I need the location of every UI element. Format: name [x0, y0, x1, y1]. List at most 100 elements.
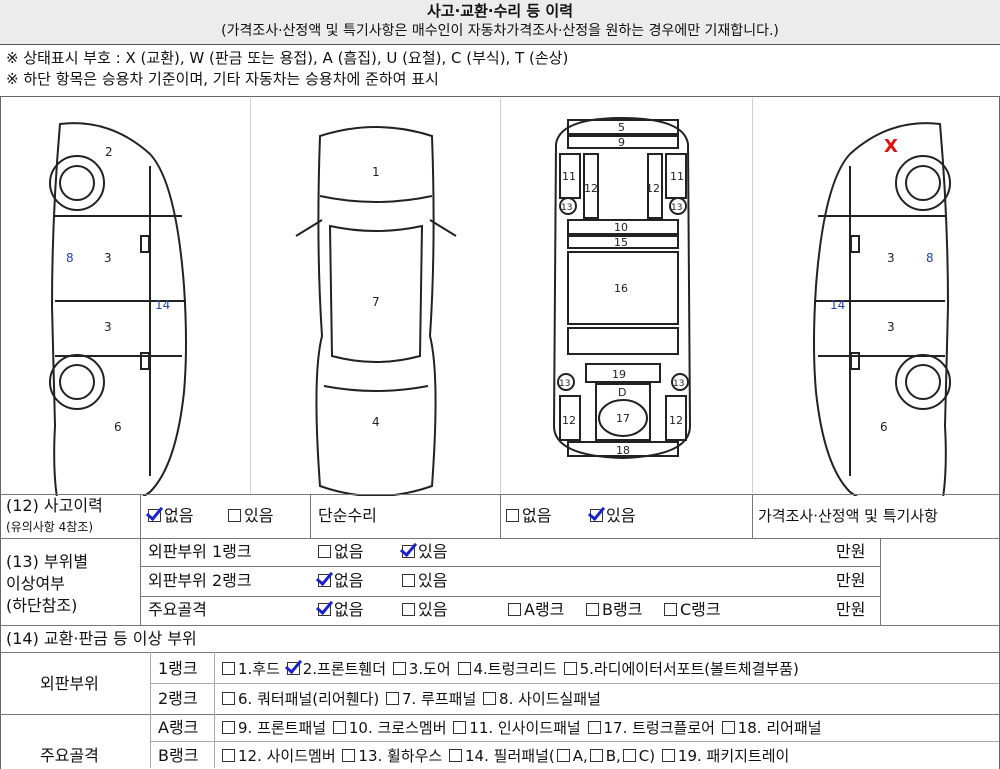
side-member-checkbox[interactable]: [222, 749, 235, 762]
main-frame-label: 주요골격: [148, 600, 207, 619]
under-n12c: 12: [562, 414, 576, 427]
outer-rank2-label: 외판부위 2랭크: [148, 571, 252, 590]
right-n6: 6: [880, 420, 888, 434]
left-body-outline: [50, 122, 187, 496]
left-n3a: 3: [104, 251, 112, 265]
accident-yes-checkbox[interactable]: [228, 509, 241, 522]
form-subtitle: (가격조사·산정액 및 특기사항은 매수인이 자동차가격조사·산정을 원하는 경…: [221, 23, 779, 39]
cross-member-checkbox[interactable]: [332, 721, 346, 734]
outer-rank1-yes-checkbox[interactable]: [402, 545, 415, 558]
frame-rank-c-option[interactable]: C랭크: [662, 600, 721, 620]
front-fender-checkbox[interactable]: [286, 662, 300, 675]
under-n16: 16: [614, 282, 628, 295]
under-n12b: 12: [646, 182, 660, 195]
parts-label-2: 이상여부: [6, 574, 65, 593]
under-nD: D: [618, 386, 626, 399]
left-n8: 8: [66, 251, 74, 265]
front-panel-checkbox[interactable]: [222, 721, 235, 734]
main-frame-unit: 만원: [836, 600, 866, 619]
hood-checkbox[interactable]: [222, 662, 235, 675]
under-n9: 9: [618, 136, 625, 149]
right-x-mark: X: [884, 136, 898, 157]
left-rear-wheel: [49, 354, 105, 410]
under-n13a: 13: [561, 203, 572, 213]
frame-rank-b-option[interactable]: B랭크: [584, 600, 642, 620]
accident-none-option[interactable]: 없음: [146, 506, 193, 526]
simple-repair-none-checkbox[interactable]: [506, 509, 519, 522]
car-diagram: 2 8 3 3 14 6 1 7 4: [49, 116, 951, 496]
rank2-items: 6. 쿼터패널(리어휀다) 7. 루프패널 8. 사이드실패널: [220, 689, 601, 709]
left-n6: 6: [114, 420, 122, 434]
under-n11b: 11: [670, 170, 684, 183]
replace-section-title: (14) 교환·판금 등 이상 부위: [6, 629, 197, 648]
trunk-lid-checkbox[interactable]: [457, 662, 471, 675]
under-n12a: 12: [584, 182, 598, 195]
under-n13b: 13: [671, 203, 682, 213]
trunk-floor-checkbox[interactable]: [587, 721, 601, 734]
accident-yes-option[interactable]: 있음: [226, 506, 273, 526]
inside-panel-checkbox[interactable]: [453, 721, 467, 734]
right-body-outline: [813, 122, 950, 496]
frame-rank-a-checkbox[interactable]: [508, 603, 521, 616]
frame-rank-b-checkbox[interactable]: [586, 603, 599, 616]
top-n1: 1: [372, 165, 380, 179]
radiator-support-checkbox[interactable]: [563, 662, 577, 675]
pillar-b-checkbox[interactable]: [589, 749, 603, 762]
simple-repair-none-option[interactable]: 없음: [504, 506, 551, 526]
outer-rank1-unit: 만원: [836, 542, 866, 561]
outer-rank2-none-option[interactable]: 없음: [316, 571, 363, 591]
outer-rank2-yes-checkbox[interactable]: [402, 574, 415, 587]
quarter-panel-checkbox[interactable]: [222, 692, 235, 705]
under-n15: 15: [614, 236, 628, 249]
rank2-label: 2랭크: [158, 689, 198, 708]
under-n18: 18: [616, 444, 630, 457]
under-n19: 19: [612, 368, 626, 381]
pillar-a-checkbox[interactable]: [556, 749, 570, 762]
outer-rank1-yes-option[interactable]: 있음: [400, 542, 447, 562]
top-view: [295, 126, 457, 496]
form-header: 사고·교환·수리 등 이력 (가격조사·산정액 및 특기사항은 매수인이 자동차…: [0, 0, 1000, 45]
top-n4: 4: [372, 415, 380, 429]
pillar-panel-checkbox[interactable]: [449, 749, 463, 762]
main-frame-section-label: 주요골격: [40, 746, 99, 765]
outer-rank2-yes-option[interactable]: 있음: [400, 571, 447, 591]
under-n12d: 12: [669, 414, 683, 427]
accident-none-checkbox[interactable]: [148, 509, 161, 522]
form-title: 사고·교환·수리 등 이력: [426, 2, 574, 20]
main-frame-yes-option[interactable]: 있음: [400, 600, 447, 620]
door-checkbox[interactable]: [392, 662, 406, 675]
left-side-view: [49, 122, 187, 496]
under-n5: 5: [618, 121, 625, 134]
pillar-c-checkbox[interactable]: [622, 749, 636, 762]
outer-rank2-none-checkbox[interactable]: [318, 574, 331, 587]
simple-repair-yes-checkbox[interactable]: [590, 509, 603, 522]
under-n13d: 13: [673, 379, 684, 389]
legend-notes: ※ 상태표시 부호 : X (교환), W (판금 또는 용접), A (흠집)…: [6, 48, 568, 90]
right-n8: 8: [926, 251, 934, 265]
top-body-outline: [315, 126, 437, 496]
rankB-label: B랭크: [158, 746, 199, 765]
rear-panel-checkbox[interactable]: [721, 721, 735, 734]
simple-repair-yes-option[interactable]: 있음: [588, 506, 635, 526]
roof-panel-checkbox[interactable]: [385, 692, 399, 705]
price-remarks-header: 가격조사·산정액 및 특기사항: [758, 507, 938, 525]
side-sill-checkbox[interactable]: [483, 692, 497, 705]
right-n14: 14: [830, 298, 845, 312]
outer-rank1-label: 외판부위 1랭크: [148, 542, 252, 561]
frame-rank-c-checkbox[interactable]: [664, 603, 677, 616]
outer-rank1-none-option[interactable]: 없음: [316, 542, 363, 562]
package-tray-checkbox[interactable]: [661, 749, 675, 762]
simple-repair-label: 단순수리: [318, 506, 377, 525]
left-n3b: 3: [104, 320, 112, 334]
main-frame-none-checkbox[interactable]: [318, 603, 331, 616]
outer-rank1-none-checkbox[interactable]: [318, 545, 331, 558]
main-frame-yes-checkbox[interactable]: [402, 603, 415, 616]
right-n3b: 3: [887, 320, 895, 334]
frame-rank-a-option[interactable]: A랭크: [506, 600, 564, 620]
wheel-house-checkbox[interactable]: [342, 749, 356, 762]
under-view: [552, 116, 692, 460]
rank1-items: 1.후드 2.프론트휀더 3.도어 4.트렁크리드 5.라디에이터서포트(볼트체…: [220, 659, 799, 679]
legend-scope: ※ 하단 항목은 승용차 기준이며, 기타 자동차는 승용차에 준하여 표시: [6, 70, 439, 88]
main-frame-none-option[interactable]: 없음: [316, 600, 363, 620]
rankB-items: 12. 사이드멤버 13. 휠하우스 14. 필러패널(A,B,C) 19. 패…: [220, 746, 789, 766]
